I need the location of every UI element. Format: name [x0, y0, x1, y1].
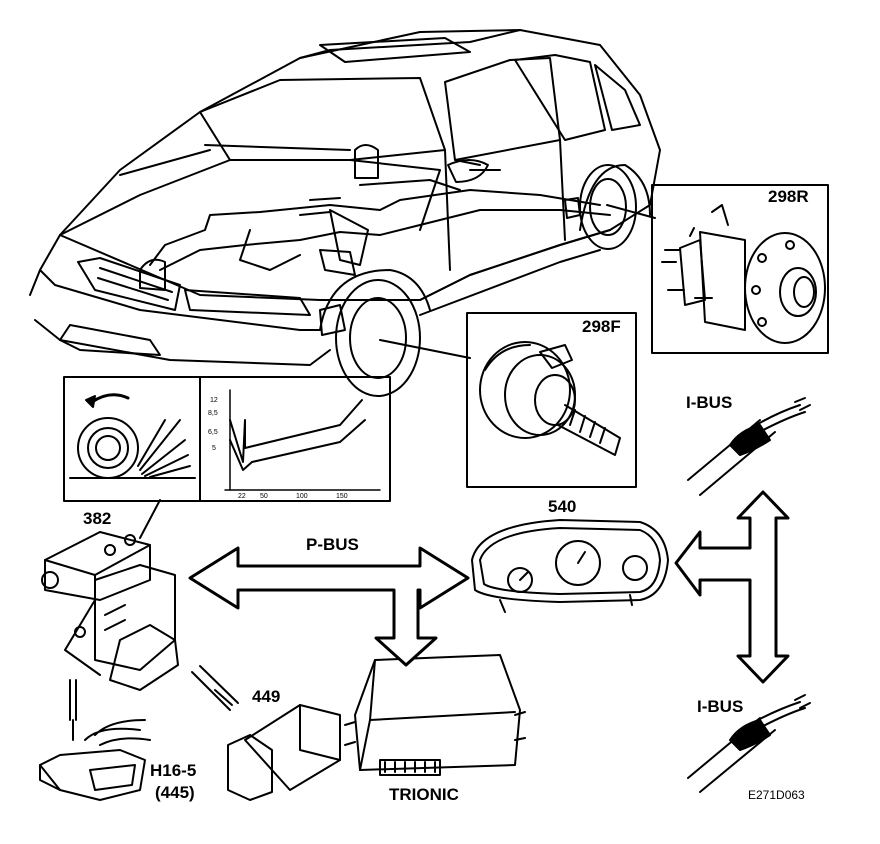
label-298r: 298R — [768, 187, 809, 206]
abs-graph-box — [63, 376, 391, 502]
x-tick-22: 22 — [238, 493, 246, 500]
label-298f: 298F — [582, 317, 621, 336]
label-pbus: P-BUS — [306, 535, 359, 554]
ibus-arrow — [674, 490, 790, 684]
label-ibus-top: I-BUS — [686, 393, 733, 412]
x-tick-100: 100 — [296, 493, 308, 500]
label-trionic: TRIONIC — [389, 785, 459, 804]
graph-tick-labels: 12 8,5 6,5 5 22 50 100 150 — [208, 397, 348, 500]
graph-leader — [139, 499, 161, 539]
x-tick-150: 150 — [336, 493, 348, 500]
label-reference-code: E271D063 — [748, 788, 805, 802]
instrument-cluster-illustration — [471, 519, 669, 613]
front-hub-illustration — [479, 341, 621, 456]
probe-lead-left — [69, 679, 77, 741]
y-tick-5: 5 — [212, 445, 216, 452]
car-illustration — [29, 29, 661, 397]
rear-hub-box — [651, 184, 829, 354]
y-tick-6-5: 6,5 — [208, 429, 218, 436]
front-hub-leader — [379, 339, 471, 359]
y-tick-12: 12 — [210, 397, 218, 404]
label-540: 540 — [548, 497, 577, 516]
wheel-slip-illustration — [69, 393, 196, 479]
graph-plot — [224, 389, 381, 491]
diagnostic-connector-illustration — [39, 719, 151, 801]
label-h16-5: H16-5 — [150, 761, 197, 780]
x-tick-50: 50 — [260, 493, 268, 500]
probe-lead-right — [191, 665, 239, 711]
front-hub-box — [466, 312, 637, 488]
label-445: (445) — [155, 783, 195, 802]
label-382: 382 — [83, 509, 112, 528]
rear-hub-illustration — [661, 204, 826, 344]
switch-illustration — [227, 704, 341, 801]
y-tick-8-5: 8,5 — [208, 410, 218, 417]
abs-modulator-illustration — [41, 531, 179, 691]
pbus-arrow — [188, 546, 470, 667]
rear-hub-leader — [606, 204, 656, 219]
label-ibus-bottom: I-BUS — [697, 697, 744, 716]
ibus-top-wires — [687, 397, 811, 496]
trionic-ecu-illustration — [344, 654, 526, 776]
label-449: 449 — [252, 687, 281, 706]
ibus-bottom-wires — [687, 694, 811, 793]
